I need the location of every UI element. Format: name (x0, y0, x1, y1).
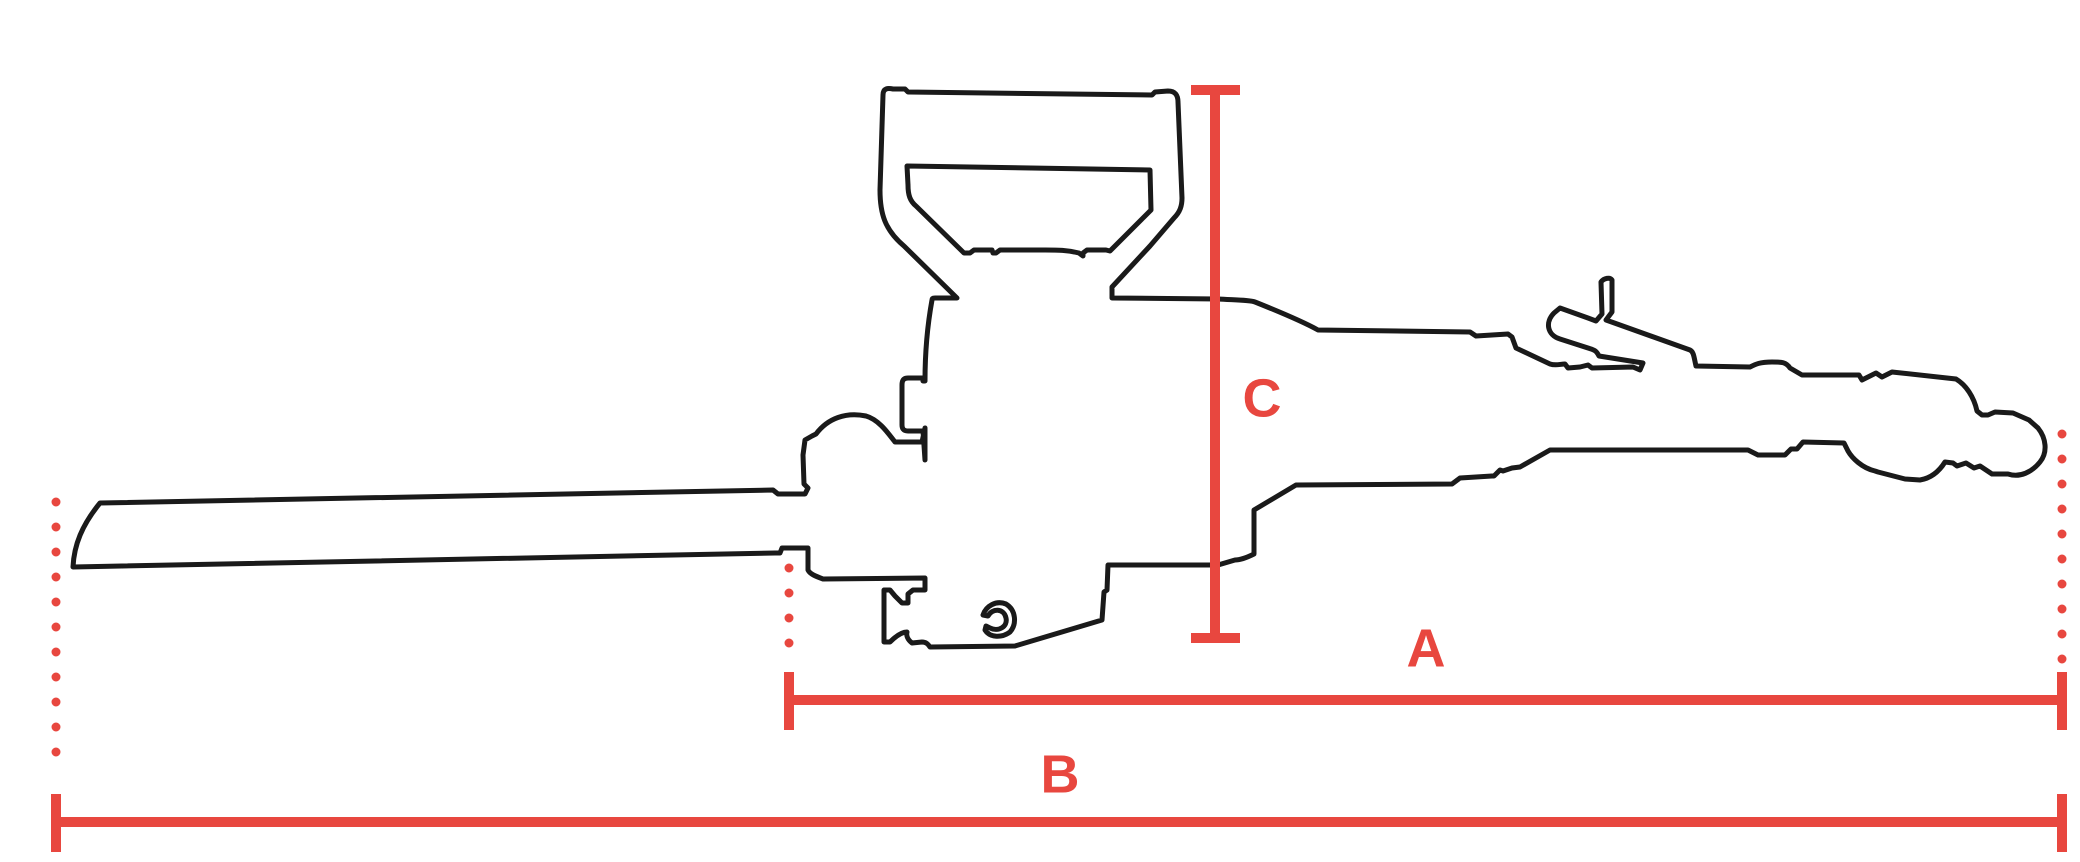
handle-inner-outline (904, 163, 1154, 259)
dimension-a: A (784, 429, 2067, 730)
dimension-c: C (1191, 85, 1282, 643)
ring-detail-outline (980, 600, 1017, 639)
dimension-c-label: C (1243, 368, 1282, 428)
dimension-a-label: A (1407, 618, 1446, 678)
product-outline (70, 86, 2048, 650)
dimension-b-label: B (1041, 744, 1080, 804)
dimension-b: B (51, 497, 2067, 852)
handle-outer-outline (70, 86, 2048, 650)
